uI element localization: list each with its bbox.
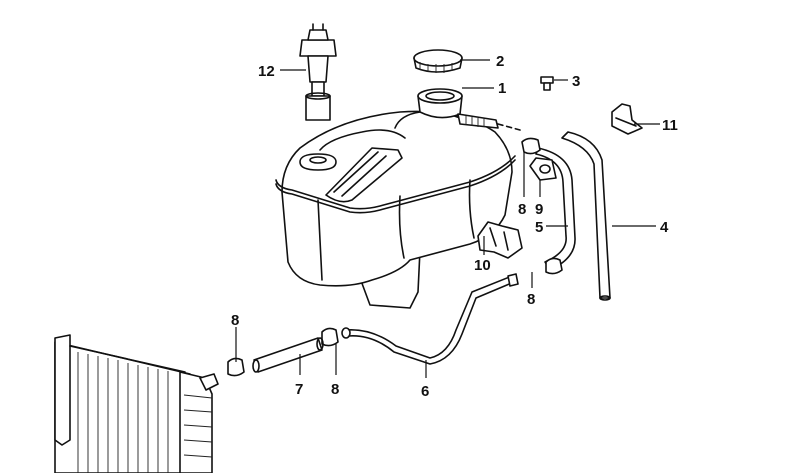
callout-1: 1 — [498, 80, 506, 97]
pipe-curved — [341, 273, 519, 365]
hose-mid — [535, 147, 576, 271]
callout-11: 11 — [662, 117, 678, 134]
callout-4: 4 — [660, 219, 669, 236]
leader-lines — [235, 59, 660, 378]
bolt — [540, 76, 554, 91]
callout-8-lower: 8 — [331, 381, 339, 398]
callout-8-right: 8 — [527, 291, 535, 308]
callout-10: 10 — [474, 257, 491, 274]
hose-long — [561, 131, 611, 301]
cap — [413, 49, 463, 73]
callout-7: 7 — [295, 381, 303, 398]
hose-clamps — [227, 137, 563, 377]
callout-3: 3 — [572, 73, 580, 90]
callout-8-upper: 8 — [518, 201, 526, 218]
callout-numbers: 12 2 1 3 11 8 9 5 4 10 8 8 7 8 6 — [231, 53, 678, 400]
filler-neck — [417, 88, 521, 131]
level-sensor — [299, 23, 337, 121]
callout-9: 9 — [535, 201, 543, 218]
callout-12: 12 — [258, 63, 275, 80]
clip — [611, 103, 643, 135]
holder — [477, 221, 523, 259]
radiator — [54, 334, 219, 473]
expansion-tank — [275, 110, 516, 309]
callout-2: 2 — [496, 53, 504, 70]
hose-short — [252, 337, 324, 373]
callout-6: 6 — [421, 383, 429, 400]
callout-8-left: 8 — [231, 312, 239, 329]
callout-5: 5 — [535, 219, 543, 236]
bracket — [529, 157, 557, 181]
